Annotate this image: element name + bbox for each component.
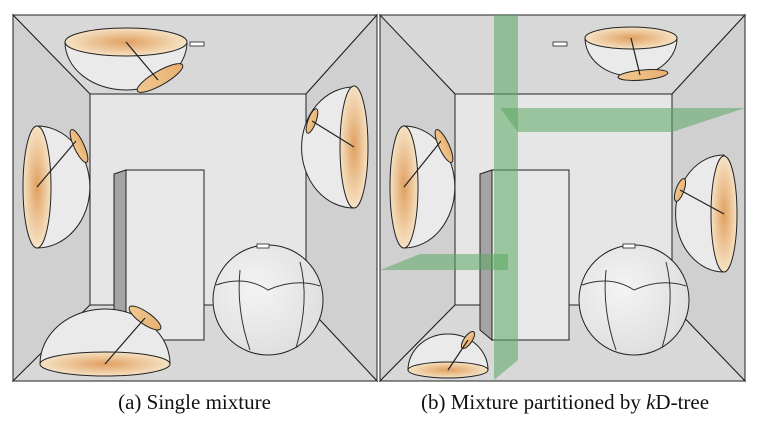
partition-plane-horizontal [500,108,745,132]
panel-a [11,13,379,383]
light-marker-icon [189,41,205,47]
partition-plane-vertical [494,15,518,112]
caption-italic-k: k [646,390,656,414]
sphere [578,243,690,356]
lobe-right [673,154,738,273]
light-marker-icon [552,41,568,47]
caption-prefix: (b) Mixture partitioned by [420,390,647,414]
caption-suffix: D-tree [655,390,710,414]
box-front [125,169,205,341]
lobe-bottom [407,330,489,379]
lobe-left [22,125,91,249]
caption-single-mixture: (a) Single mixture [118,390,271,414]
partition-plane-vertical [494,112,518,380]
caption-mixture-partitioned: (b) Mixture partitioned by kD-tree [380,392,750,413]
lobe-top [584,26,678,81]
lobe-bottom [39,305,171,377]
sphere [212,243,324,356]
panel-b [378,13,747,383]
lobe-top [64,27,188,93]
kd-tree-partitions [380,15,745,380]
partition-plane-horizontal [380,254,508,270]
lobe-right [301,85,369,209]
lobe-left [389,125,456,249]
